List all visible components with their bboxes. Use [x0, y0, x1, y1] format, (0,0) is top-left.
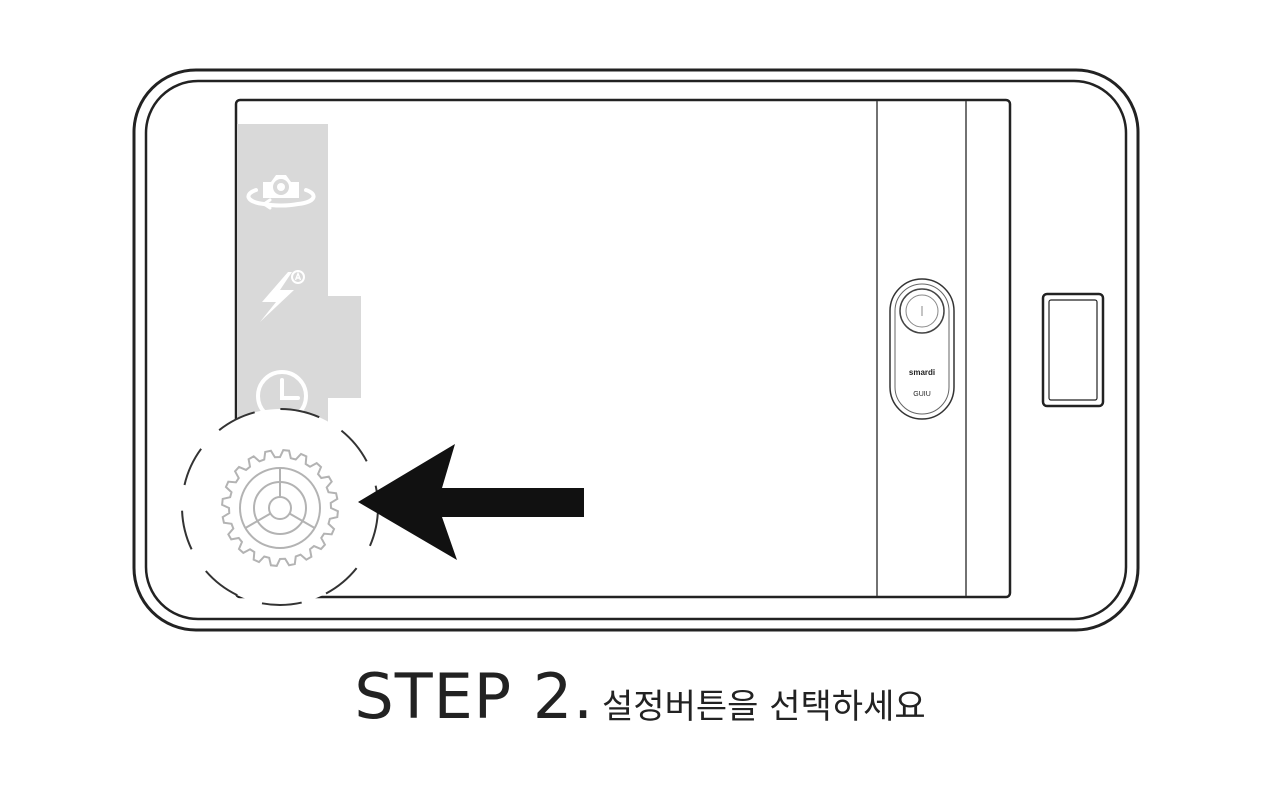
home-button[interactable] — [1041, 292, 1105, 408]
camera-sidebar — [237, 124, 361, 470]
camera-switch-icon[interactable] — [246, 175, 316, 210]
device-brand-label: smardi — [909, 368, 935, 377]
step-label: STEP 2. — [354, 660, 595, 733]
home-button-inner — [1048, 299, 1098, 401]
flash-auto-icon[interactable] — [260, 270, 305, 322]
shutter-button-inner — [905, 294, 939, 328]
settings-gear-icon[interactable] — [221, 449, 339, 567]
device-model-label: GUIU — [913, 391, 931, 398]
pointer-arrow — [358, 444, 584, 560]
settings-highlight-circle — [181, 408, 379, 606]
instruction-caption: STEP 2. 설정버튼을 선택하세요 — [0, 660, 1280, 740]
phone-inner-frame — [144, 79, 1128, 621]
gear-outline — [221, 449, 339, 567]
device-preview[interactable]: smardi GUIU — [889, 278, 955, 420]
instruction-text: 설정버튼을 선택하세요 — [602, 687, 926, 727]
device-preview-inner — [894, 283, 950, 415]
